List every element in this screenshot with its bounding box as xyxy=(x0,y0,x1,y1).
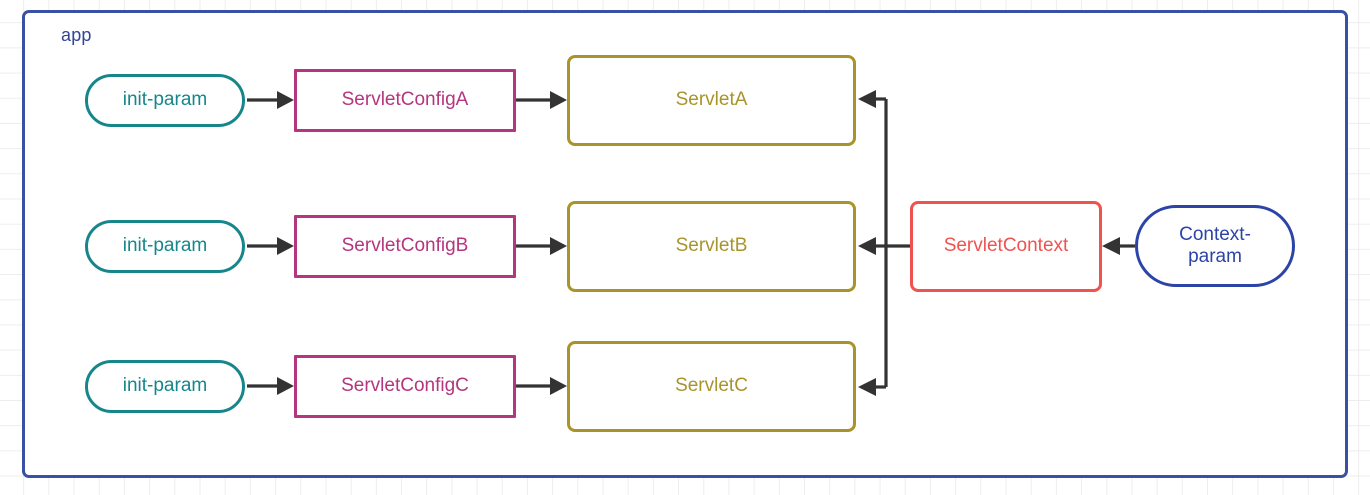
node-servlet-context[interactable]: ServletContext xyxy=(910,201,1102,292)
node-context-param[interactable]: Context- param xyxy=(1135,205,1295,287)
node-servlet-config-c[interactable]: ServletConfigC xyxy=(294,355,516,418)
node-label: init-param xyxy=(122,235,208,257)
subgraph-label-app: app xyxy=(61,25,92,45)
node-label: ServletConfigA xyxy=(341,89,469,111)
node-label: ServletC xyxy=(675,375,748,397)
node-label: ServletContext xyxy=(943,235,1069,257)
node-label: init-param xyxy=(122,375,208,397)
node-label: ServletConfigB xyxy=(341,235,469,257)
node-init-param-c[interactable]: init-param xyxy=(85,360,245,413)
node-init-param-b[interactable]: init-param xyxy=(85,220,245,273)
node-label: init-param xyxy=(122,89,208,111)
node-label-line-2: param xyxy=(1188,246,1242,267)
node-label: ServletA xyxy=(675,89,748,111)
node-label: ServletB xyxy=(675,235,748,257)
node-servlet-config-b[interactable]: ServletConfigB xyxy=(294,215,516,278)
node-servlet-b[interactable]: ServletB xyxy=(567,201,856,292)
node-label: ServletConfigC xyxy=(341,375,469,397)
node-servlet-config-a[interactable]: ServletConfigA xyxy=(294,69,516,132)
node-servlet-c[interactable]: ServletC xyxy=(567,341,856,432)
node-servlet-a[interactable]: ServletA xyxy=(567,55,856,146)
node-label-line-1: Context- xyxy=(1179,223,1251,245)
node-init-param-a[interactable]: init-param xyxy=(85,74,245,127)
